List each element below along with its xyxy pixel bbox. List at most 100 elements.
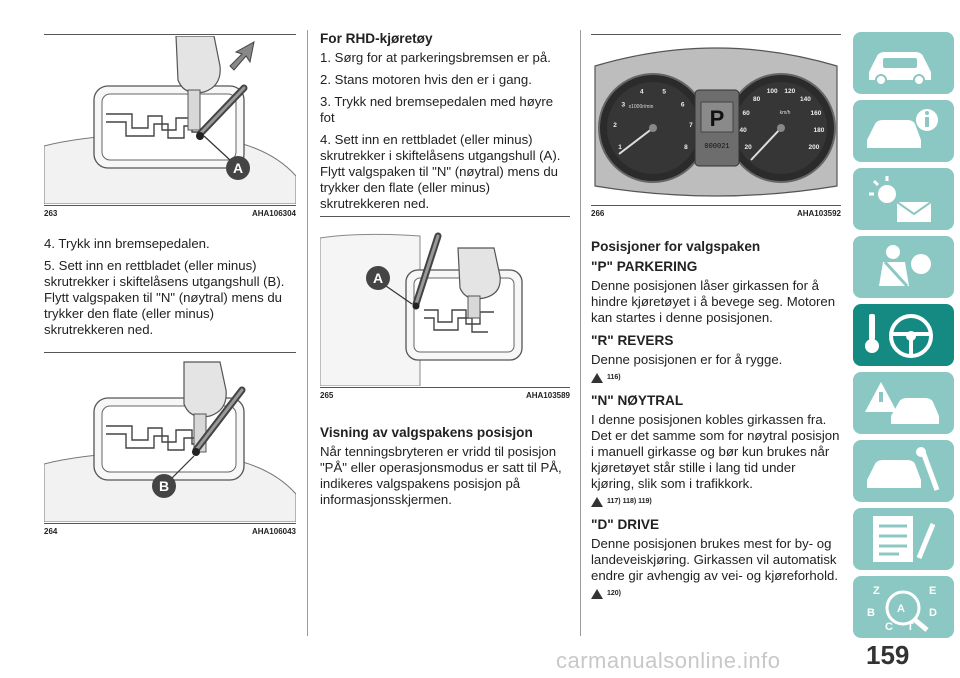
gauge-tick-label: 6 xyxy=(681,101,685,108)
r-text: Denne posisjonen er for å rygge. xyxy=(591,352,783,367)
caption-rule xyxy=(320,387,570,388)
svg-text:Z: Z xyxy=(873,585,880,597)
seatbelt-airbag-icon xyxy=(879,245,931,288)
gauge-tick-label: 8 xyxy=(684,144,688,151)
gauge-tick-label: 140 xyxy=(800,96,811,103)
n-warning-ref: 117) 118) 119) xyxy=(591,494,841,510)
figure-number: 264 xyxy=(44,527,58,536)
n-text: I denne posisjonen kobles girkassen fra.… xyxy=(591,412,840,491)
callout-a: A xyxy=(233,160,243,176)
tab-safety[interactable] xyxy=(853,236,954,298)
gauge-tick-label: 1 xyxy=(618,144,622,151)
warning-triangle-icon xyxy=(591,497,603,507)
gauge-tick-label: 120 xyxy=(784,88,795,95)
watermark: carmanualsonline.info xyxy=(556,648,781,673)
step-4: 4. Trykk inn bremsepedalen. xyxy=(44,236,210,251)
gauge-tick-label: 180 xyxy=(813,127,824,134)
gauge-tick-label: 3 xyxy=(621,101,625,108)
caption-rule xyxy=(44,205,296,206)
svg-text:T: T xyxy=(907,621,914,632)
rhd-step-4: 4. Sett inn en rettbladet (eller minus) … xyxy=(320,132,561,211)
gauge-tick-label: 100 xyxy=(767,88,778,95)
svg-text:A: A xyxy=(897,603,905,615)
figure-code: AHA103592 xyxy=(796,209,841,218)
n-ref-text: 117) 118) 119) xyxy=(607,498,652,505)
caption-rule xyxy=(44,523,296,524)
page-number: 159 xyxy=(866,640,910,670)
gauge-tick-label: 7 xyxy=(689,122,693,129)
rhd-step-3: 3. Trykk ned bremsepedalen med høyre fot xyxy=(320,94,554,125)
col2-display-section: Visning av valgspakens posisjon Når tenn… xyxy=(320,424,570,514)
warning-triangle-icon xyxy=(591,373,603,383)
top-rule xyxy=(44,352,296,353)
odometer-readout: 000021 xyxy=(704,143,729,151)
top-rule xyxy=(320,216,570,217)
rhd-heading: For RHD-kjøretøy xyxy=(320,31,433,46)
step-5: 5. Sett inn en rettbladet (eller minus) … xyxy=(44,258,285,337)
d-heading: "D" DRIVE xyxy=(591,517,660,532)
figure-code: AHA106043 xyxy=(251,527,296,536)
gauge-tick-label: 80 xyxy=(753,96,761,103)
speed-unit: km/h xyxy=(780,110,791,116)
n-heading: "N" NØYTRAL xyxy=(591,393,684,408)
tab-starting-driving[interactable] xyxy=(853,304,954,366)
display-section-title: Visning av valgspakens posisjon xyxy=(320,425,533,440)
col3-positions-section: Posisjoner for valgspaken "P" PARKERING … xyxy=(591,238,841,608)
tab-service[interactable] xyxy=(853,440,954,502)
positions-title: Posisjoner for valgspaken xyxy=(591,239,761,254)
figure-263-caption: 263 AHA106304 xyxy=(44,209,296,218)
warning-triangle-car-icon xyxy=(865,382,939,424)
caption-rule xyxy=(591,205,841,206)
gauge-tick-label: 4 xyxy=(640,89,644,96)
top-rule xyxy=(591,34,841,35)
svg-text:B: B xyxy=(867,607,875,619)
p-heading: "P" PARKERING xyxy=(591,259,698,274)
callout-a: A xyxy=(373,270,383,286)
figure-number: 266 xyxy=(591,209,605,218)
col1-steps: 4. Trykk inn bremsepedalen. 5. Sett inn … xyxy=(44,236,296,344)
rhd-step-2: 2. Stans motoren hvis den er i gang. xyxy=(320,72,532,87)
figure-264-caption: 264 AHA106043 xyxy=(44,527,296,536)
svg-text:D: D xyxy=(929,607,937,619)
figure-number: 265 xyxy=(320,391,334,400)
column-divider xyxy=(580,30,581,636)
figure-265-caption: 265 AHA103589 xyxy=(320,391,570,400)
tab-emergency[interactable] xyxy=(853,372,954,434)
figure-code: AHA103589 xyxy=(525,391,570,400)
tab-dashboard[interactable] xyxy=(853,32,954,94)
display-section-text: Når tenningsbryteren er vridd til posisj… xyxy=(320,444,562,507)
warning-triangle-icon xyxy=(591,589,603,599)
display-gear-letter: P xyxy=(710,106,725,131)
tach-unit: x1000r/min xyxy=(629,104,654,110)
col2-rhd-section: For RHD-kjøretøy 1. Sørg for at parkerin… xyxy=(320,30,570,218)
rhd-step-1: 1. Sørg for at parkeringsbremsen er på. xyxy=(320,50,551,65)
r-warning-ref: 116) xyxy=(591,370,841,386)
gauge-tick-label: 60 xyxy=(742,110,750,117)
r-heading: "R" REVERS xyxy=(591,333,674,348)
figure-264-shift-lock-drawing: B xyxy=(44,354,296,522)
figure-263-shift-lock-drawing: A xyxy=(44,36,296,204)
car-info-icon xyxy=(867,109,938,148)
r-ref-text: 116) xyxy=(607,374,621,381)
p-text: Denne posisjonen låser girkassen for å h… xyxy=(591,278,836,325)
gauge-tick-label: 200 xyxy=(808,144,819,151)
figure-266-caption: 266 AHA103592 xyxy=(591,209,841,218)
warning-lights-icon xyxy=(869,176,932,222)
svg-text:C: C xyxy=(885,621,893,632)
d-ref-text: 120) xyxy=(607,590,622,597)
gauge-tick-label: 160 xyxy=(810,110,821,117)
tab-specifications[interactable] xyxy=(853,508,954,570)
tab-car-info[interactable] xyxy=(853,100,954,162)
d-text: Denne posisjonen brukes mest for by- og … xyxy=(591,536,839,583)
steering-wheel-key-icon xyxy=(865,314,933,358)
specifications-list-icon xyxy=(873,516,936,562)
car-service-tools-icon xyxy=(867,447,940,491)
gauge-tick-label: 5 xyxy=(662,89,666,96)
figure-265-shift-lock-drawing: A xyxy=(320,218,570,386)
callout-b: B xyxy=(159,478,169,494)
car-dashboard-icon xyxy=(869,52,931,86)
tab-warning-lights[interactable] xyxy=(853,168,954,230)
